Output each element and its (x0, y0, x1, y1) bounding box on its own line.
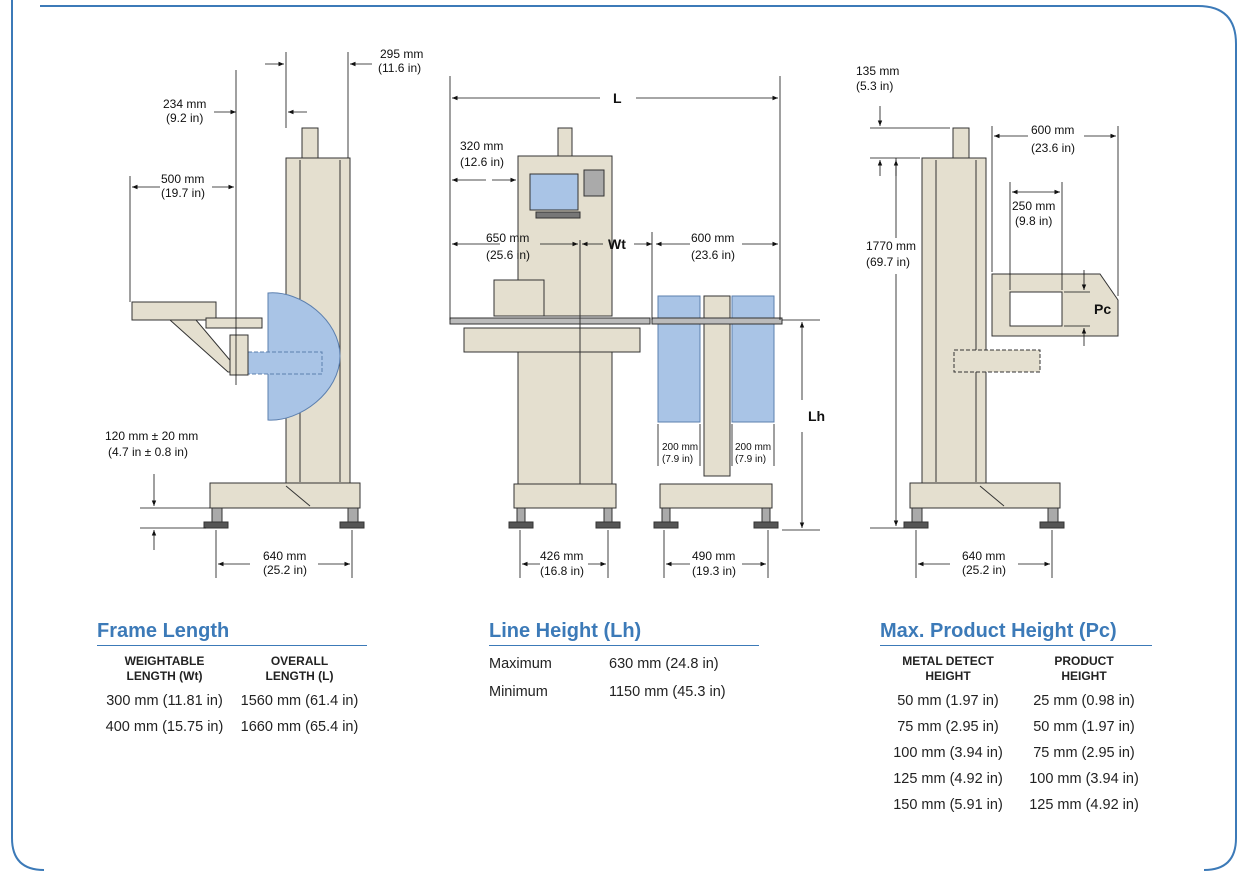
dim-650-in: (25.6 in) (486, 248, 530, 262)
table-row: 50 mm (1.97 in) 25 mm (0.98 in) (880, 688, 1152, 714)
dim-1770-in: (69.7 in) (866, 255, 910, 269)
dim-500-mm: 500 mm (161, 172, 204, 186)
dim-640-right-in: (25.2 in) (962, 563, 1006, 577)
product-height-title: Max. Product Height (Pc) (880, 620, 1152, 646)
dim-200a-in: (7.9 in) (662, 454, 693, 465)
dim-120-mm: 120 mm ± 20 mm (105, 429, 198, 443)
table-cell: 630 mm (24.8 in) (609, 656, 719, 672)
frame-length-section: Frame Length WEIGHTABLE LENGTH (Wt) OVER… (97, 620, 367, 740)
product-height-table: METAL DETECT HEIGHT PRODUCT HEIGHT 50 mm… (880, 652, 1152, 818)
label-Wt: Wt (608, 236, 626, 252)
page-border (11, 0, 45, 871)
column-header-overall-length: OVERALL LENGTH (L) (265, 654, 334, 683)
table-cell: 400 mm (15.75 in) (105, 719, 224, 735)
side-right-dimensions (870, 106, 1119, 578)
table-cell: Maximum (489, 656, 552, 672)
dim-320-in: (12.6 in) (460, 155, 504, 169)
table-cell: 75 mm (2.95 in) (1033, 745, 1135, 761)
label-L: L (613, 90, 622, 106)
dim-600-right-in: (23.6 in) (1031, 141, 1075, 155)
dim-650-mm: 650 mm (486, 231, 529, 245)
table-cell: 150 mm (5.91 in) (893, 797, 1003, 813)
dim-500-in: (19.7 in) (161, 186, 205, 200)
table-row: 75 mm (2.95 in) 50 mm (1.97 in) (880, 714, 1152, 740)
dim-200b-in: (7.9 in) (735, 454, 766, 465)
label-Pc: Pc (1094, 301, 1111, 317)
line-height-table: Maximum 630 mm (24.8 in) Minimum 1150 mm… (489, 650, 759, 706)
table-row: 300 mm (11.81 in) 1560 mm (61.4 in) (97, 688, 367, 714)
table-cell: 1660 mm (65.4 in) (240, 719, 359, 735)
dim-120-in: (4.7 in ± 0.8 in) (108, 445, 188, 459)
dim-234-mm: 234 mm (163, 97, 206, 111)
dim-1770-mm: 1770 mm (866, 239, 916, 253)
line-height-section: Line Height (Lh) Maximum 630 mm (24.8 in… (489, 620, 759, 706)
dim-295-in: (11.6 in) (378, 61, 421, 75)
table-row: Maximum 630 mm (24.8 in) (489, 650, 759, 678)
dim-600-front-in: (23.6 in) (691, 248, 735, 262)
dim-250-mm: 250 mm (1012, 199, 1055, 213)
column-header-metal-detect-height: METAL DETECT HEIGHT (902, 654, 994, 683)
table-cell: 100 mm (3.94 in) (893, 745, 1003, 761)
table-cell: Minimum (489, 684, 548, 700)
table-cell: 300 mm (11.81 in) (106, 693, 223, 709)
dim-490-mm: 490 mm (692, 549, 735, 563)
dim-600-front-mm: 600 mm (691, 231, 734, 245)
dim-135-in: (5.3 in) (856, 79, 893, 93)
table-cell: 100 mm (3.94 in) (1029, 771, 1139, 787)
table-row: 125 mm (4.92 in) 100 mm (3.94 in) (880, 766, 1152, 792)
side-view-left (131, 127, 365, 529)
column-header-product-height: PRODUCT HEIGHT (1054, 654, 1114, 683)
table-cell: 50 mm (1.97 in) (897, 693, 999, 709)
dim-135-mm: 135 mm (856, 64, 899, 78)
dim-600-right-mm: 600 mm (1031, 123, 1074, 137)
table-row: 100 mm (3.94 in) 75 mm (2.95 in) (880, 740, 1152, 766)
table-cell: 75 mm (2.95 in) (897, 719, 999, 735)
table-cell: 1560 mm (61.4 in) (240, 693, 359, 709)
dim-426-mm: 426 mm (540, 549, 583, 563)
table-cell: 125 mm (4.92 in) (1029, 797, 1139, 813)
front-dimensions (449, 76, 820, 578)
dim-640-left-mm: 640 mm (263, 549, 306, 563)
frame-length-title: Frame Length (97, 620, 367, 646)
page-border-right (40, 5, 1237, 871)
dim-295-mm: 295 mm (380, 47, 423, 61)
table-row: Minimum 1150 mm (45.3 in) (489, 678, 759, 706)
dim-200b-mm: 200 mm (735, 442, 771, 453)
dim-490-in: (19.3 in) (692, 564, 736, 578)
frame-length-table: WEIGHTABLE LENGTH (Wt) OVERALL LENGTH (L… (97, 652, 367, 740)
table-cell: 50 mm (1.97 in) (1033, 719, 1135, 735)
table-cell: 125 mm (4.92 in) (893, 771, 1003, 787)
front-view (449, 127, 783, 529)
table-cell: 25 mm (0.98 in) (1033, 693, 1135, 709)
side-view-right (903, 127, 1119, 529)
line-height-title: Line Height (Lh) (489, 620, 759, 646)
column-header-weightable-length: WEIGHTABLE LENGTH (Wt) (124, 654, 205, 683)
dim-250-in: (9.8 in) (1015, 214, 1052, 228)
table-row: 400 mm (15.75 in) 1660 mm (65.4 in) (97, 714, 367, 740)
table-cell: 1150 mm (45.3 in) (609, 684, 726, 700)
dim-426-in: (16.8 in) (540, 564, 584, 578)
dim-200a-mm: 200 mm (662, 442, 698, 453)
side-left-dimensions (129, 52, 372, 578)
product-height-section: Max. Product Height (Pc) METAL DETECT HE… (880, 620, 1152, 818)
label-Lh: Lh (808, 408, 825, 424)
dim-640-left-in: (25.2 in) (263, 563, 307, 577)
dim-640-right-mm: 640 mm (962, 549, 1005, 563)
dim-320-mm: 320 mm (460, 139, 503, 153)
dim-234-in: (9.2 in) (166, 111, 203, 125)
table-row: 150 mm (5.91 in) 125 mm (4.92 in) (880, 792, 1152, 818)
